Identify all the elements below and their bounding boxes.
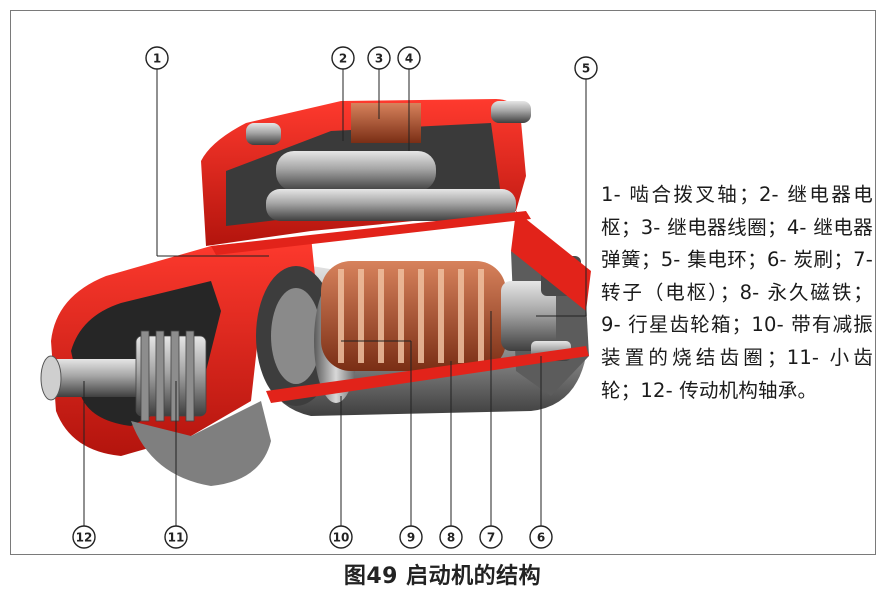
legend-item: 5- 集电环； [660,248,767,272]
legend-item: 7- 转子（电枢）； [601,248,874,304]
callout-5: 5 [574,56,598,80]
legend-item: 6- 炭刷； [766,248,854,272]
legend-item: 1- 啮合拨叉轴； [601,183,759,206]
legend-item: 8- 永久磁铁； [739,280,873,304]
legend-item: 4- 继电器弹簧； [601,215,873,272]
legend-item: 11- 小齿轮； [601,345,873,402]
legend-item: 2- 继电器电枢； [601,183,873,239]
callout-label: 7 [487,531,495,545]
legend-item: 12- 传动机构轴承。 [640,378,818,402]
callout-11: 11 [164,525,188,549]
callout-9: 9 [399,525,423,549]
legend-item: 10- 带有减振装置的烧结齿圈； [601,313,873,369]
legend-item: 9- 行星齿轮箱； [601,313,752,337]
callout-label: 12 [76,531,93,545]
callout-label: 9 [407,531,415,545]
callout-12: 12 [72,525,96,549]
callout-3: 3 [367,46,391,70]
callout-1: 1 [145,46,169,70]
callout-10: 10 [329,525,353,549]
starter-body [40,99,591,486]
starter-motor-cutaway-illustration: 1 2 3 4 5 6 7 [40,46,598,549]
callout-label: 10 [333,531,350,545]
callout-label: 11 [168,531,185,545]
callouts: 1 2 3 4 5 6 7 [72,46,598,549]
callout-8: 8 [439,525,463,549]
figure-caption: 图49 启动机的结构 [343,564,542,589]
leader-lines [83,69,587,526]
callout-label: 2 [339,52,347,66]
callout-label: 4 [405,52,413,66]
callout-label: 6 [537,531,545,545]
callout-label: 5 [582,62,590,76]
callout-6: 6 [529,525,553,549]
figure-frame: 1 2 3 4 5 6 7 [10,10,876,555]
callout-label: 1 [153,52,161,66]
callout-4: 4 [397,46,421,70]
callout-label: 3 [375,52,383,66]
legend-item: 3- 继电器线圈； [640,215,787,239]
parts-legend: 1- 啮合拨叉轴；2- 继电器电枢；3- 继电器线圈；4- 继电器弹簧；5- 集… [601,179,873,407]
callout-label: 8 [447,531,455,545]
callout-2: 2 [331,46,355,70]
callout-7: 7 [479,525,503,549]
